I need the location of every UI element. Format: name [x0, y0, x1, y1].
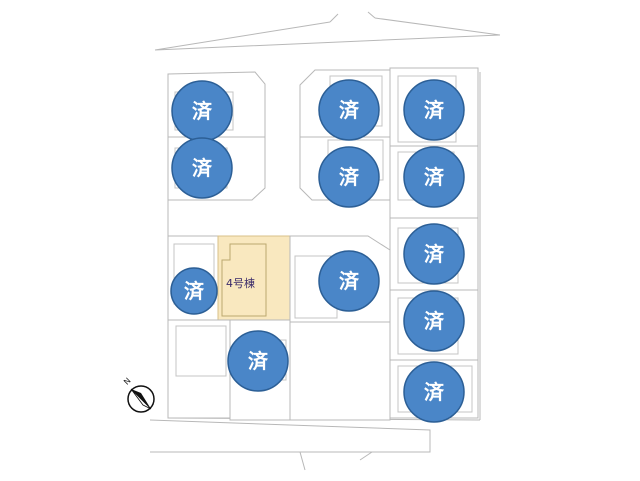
sold-badge: 済	[403, 223, 465, 285]
sold-badge: 済	[318, 146, 380, 208]
target-house-outline	[221, 243, 267, 317]
svg-text:済: 済	[339, 165, 360, 189]
svg-text:済: 済	[248, 349, 269, 373]
svg-text:済: 済	[424, 309, 445, 333]
lot-bottom-1	[167, 319, 231, 419]
svg-text:済: 済	[339, 269, 360, 293]
target-lot-label: 4号棟	[226, 276, 255, 290]
lot-bottom-3	[289, 321, 391, 421]
svg-text:済: 済	[192, 156, 213, 180]
sold-badge: 済	[403, 290, 465, 352]
svg-text:済: 済	[424, 380, 445, 404]
svg-text:済: 済	[424, 242, 445, 266]
house-bottom-1	[175, 325, 227, 377]
sold-badge: 済	[403, 79, 465, 141]
svg-text:済: 済	[192, 99, 213, 123]
road-edge-bottom	[149, 419, 431, 453]
sold-badge: 済	[318, 250, 380, 312]
sold-badge: 済	[171, 137, 233, 199]
sold-badge: 済	[171, 80, 233, 142]
svg-text:済: 済	[184, 279, 205, 303]
road-notch-bottom	[299, 451, 373, 471]
svg-text:済: 済	[424, 165, 445, 189]
north-arrow-icon: N	[122, 376, 155, 413]
sold-badge: 済	[403, 361, 465, 423]
sold-badge: 済	[403, 146, 465, 208]
sold-badge: 済	[170, 267, 218, 315]
sold-badge: 済	[227, 330, 289, 392]
sold-badge: 済	[318, 79, 380, 141]
road-notch-top	[329, 11, 376, 23]
road-edge-top	[154, 17, 501, 51]
north-letter: N	[122, 376, 133, 387]
svg-text:済: 済	[339, 98, 360, 122]
svg-text:済: 済	[424, 98, 445, 122]
